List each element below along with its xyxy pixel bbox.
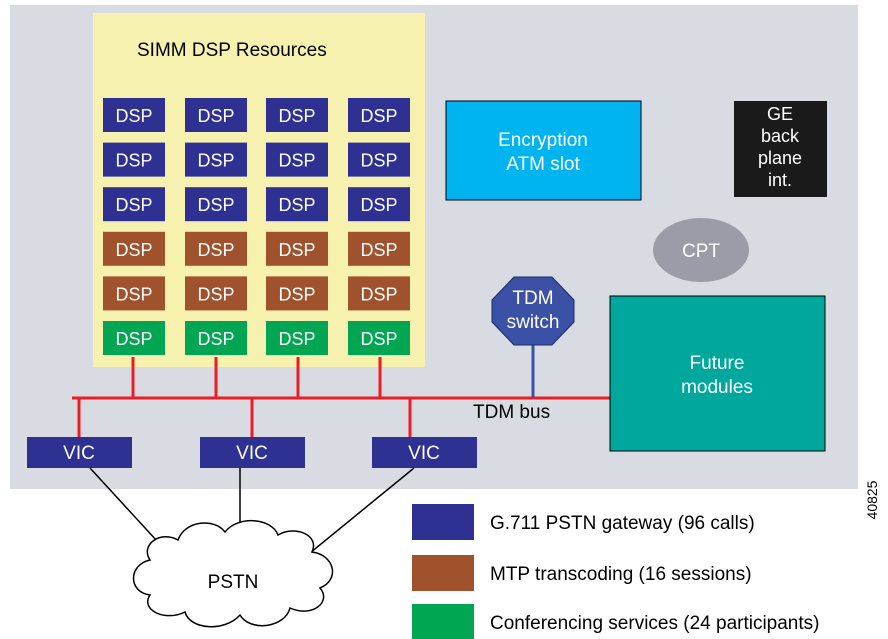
- dsp-chip: DSP: [348, 231, 410, 266]
- svg-text:plane: plane: [758, 148, 802, 168]
- svg-text:TDM: TDM: [512, 288, 553, 309]
- dsp-chip-label: DSP: [278, 195, 315, 215]
- dsp-chip: DSP: [266, 321, 328, 355]
- vic-2: VIC: [200, 437, 305, 468]
- dsp-chip: DSP: [348, 98, 410, 132]
- dsp-chip: DSP: [185, 142, 247, 177]
- dsp-chip-label: DSP: [197, 240, 234, 260]
- dsp-chip-label: DSP: [278, 329, 315, 349]
- legend-item: Conferencing services (24 participants): [412, 604, 820, 639]
- cpt-ellipse: CPT: [653, 218, 749, 282]
- dsp-chip: DSP: [103, 321, 165, 355]
- vic-3: VIC: [372, 437, 477, 468]
- dsp-chip-label: DSP: [197, 151, 234, 171]
- dsp-chip: DSP: [185, 187, 247, 222]
- encryption-atm-slot: Encryption ATM slot: [445, 100, 642, 201]
- dsp-chip: DSP: [348, 321, 410, 355]
- dsp-grid: DSP DSP DSP DSP DSP DSP DSP DSP DSP DSP DSP DSP DSP D…: [103, 98, 410, 355]
- dsp-chip: DSP: [103, 142, 165, 177]
- svg-text:ATM slot: ATM slot: [506, 154, 580, 175]
- dsp-chip-label: DSP: [197, 329, 234, 349]
- dsp-chip-label: DSP: [197, 284, 234, 304]
- dsp-chip-label: DSP: [115, 329, 152, 349]
- svg-text:VIC: VIC: [408, 443, 440, 464]
- dsp-chip: DSP: [266, 142, 328, 177]
- svg-text:GE: GE: [767, 104, 793, 124]
- dsp-chip: DSP: [185, 276, 247, 311]
- figure-id: 40825: [864, 480, 880, 519]
- svg-text:VIC: VIC: [63, 443, 95, 464]
- tdm-switch: TDM switch: [491, 276, 575, 346]
- svg-text:CPT: CPT: [682, 241, 720, 262]
- pstn-label: PSTN: [208, 572, 259, 593]
- svg-text:modules: modules: [681, 377, 753, 398]
- dsp-chip: DSP: [348, 276, 410, 311]
- pstn-cloud: PSTN: [132, 519, 334, 628]
- legend: G.711 PSTN gateway (96 calls) MTP transco…: [412, 504, 820, 639]
- dsp-chip-label: DSP: [360, 240, 397, 260]
- svg-text:Encryption: Encryption: [498, 130, 588, 151]
- svg-text:VIC: VIC: [236, 443, 268, 464]
- dsp-bus-stubs: [131, 357, 382, 398]
- legend-label: G.711 PSTN gateway (96 calls): [490, 513, 755, 534]
- tdm-bus-label: TDM bus: [473, 402, 550, 423]
- dsp-chip: DSP: [266, 187, 328, 222]
- dsp-chip-label: DSP: [360, 151, 397, 171]
- dsp-chip-label: DSP: [360, 106, 397, 126]
- dsp-chip-label: DSP: [115, 151, 152, 171]
- legend-item: MTP transcoding (16 sessions): [412, 555, 752, 591]
- dsp-chip-label: DSP: [115, 195, 152, 215]
- future-modules: Future modules: [609, 295, 826, 452]
- svg-text:switch: switch: [507, 312, 560, 333]
- dsp-chip-label: DSP: [278, 240, 315, 260]
- dsp-chip-label: DSP: [115, 106, 152, 126]
- dsp-chip: DSP: [266, 231, 328, 266]
- svg-text:int.: int.: [768, 170, 792, 190]
- dsp-chip: DSP: [185, 98, 247, 132]
- dsp-chip-label: DSP: [278, 151, 315, 171]
- legend-label: Conferencing services (24 participants): [490, 613, 820, 634]
- dsp-chip-label: DSP: [115, 240, 152, 260]
- legend-swatch: [412, 555, 474, 591]
- legend-label: MTP transcoding (16 sessions): [490, 564, 752, 585]
- dsp-chip-label: DSP: [278, 106, 315, 126]
- simm-title: SIMM DSP Resources: [137, 40, 327, 61]
- dsp-chip: DSP: [348, 187, 410, 222]
- dsp-chip-label: DSP: [115, 284, 152, 304]
- dsp-chip: DSP: [185, 321, 247, 355]
- svg-text:Future: Future: [690, 353, 745, 374]
- dsp-chip: DSP: [103, 276, 165, 311]
- vic-drops: [77, 398, 412, 437]
- dsp-chip: DSP: [348, 142, 410, 177]
- dsp-chip: DSP: [103, 98, 165, 132]
- legend-swatch: [412, 604, 474, 639]
- dsp-chip: DSP: [185, 231, 247, 266]
- dsp-chip-label: DSP: [360, 195, 397, 215]
- vic-1: VIC: [27, 437, 132, 468]
- dsp-chip: DSP: [103, 231, 165, 266]
- legend-swatch: [412, 504, 474, 540]
- ge-backplane-interface: GE back plane int.: [734, 101, 827, 197]
- dsp-chip: DSP: [266, 98, 328, 132]
- dsp-chip: DSP: [266, 276, 328, 311]
- dsp-chip-label: DSP: [278, 284, 315, 304]
- dsp-chip-label: DSP: [197, 195, 234, 215]
- dsp-chip-label: DSP: [197, 106, 234, 126]
- legend-item: G.711 PSTN gateway (96 calls): [412, 504, 755, 540]
- dsp-chip: DSP: [103, 187, 165, 222]
- dsp-chip-label: DSP: [360, 284, 397, 304]
- svg-text:back: back: [761, 126, 800, 146]
- dsp-chip-label: DSP: [360, 329, 397, 349]
